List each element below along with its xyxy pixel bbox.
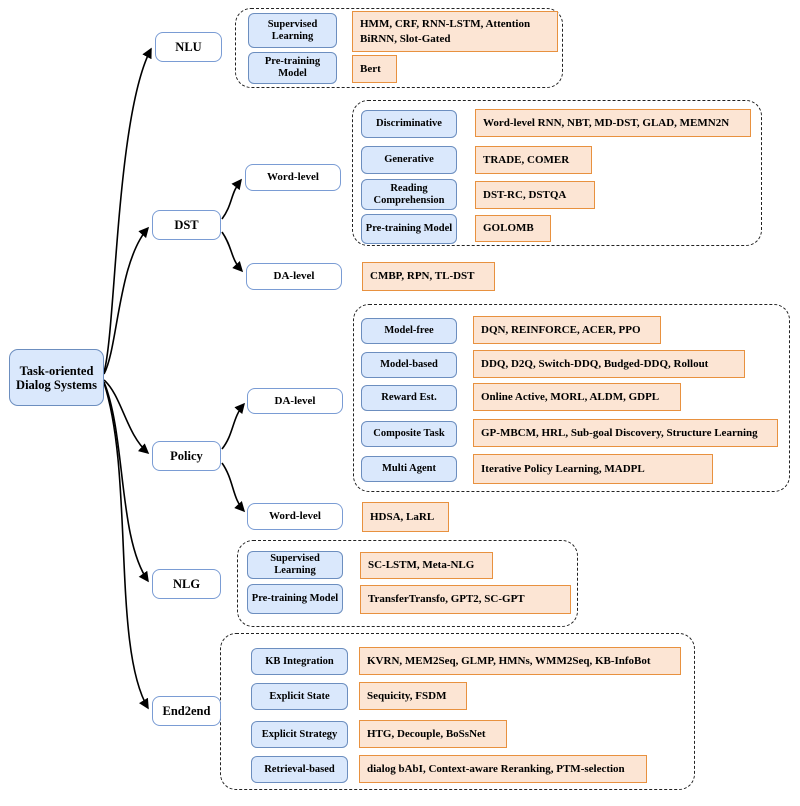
end2end-category-explicit-state: Explicit State — [251, 683, 348, 710]
edge-dst-dalevel — [221, 231, 244, 273]
edge-policy-dalevel — [221, 402, 246, 450]
nlg-methods-supervised-learning: SC-LSTM, Meta-NLG — [360, 552, 493, 579]
dst-category-generative: Generative — [361, 146, 457, 174]
nlg-category-supervised-learning: Supervised Learning — [247, 551, 343, 579]
end2end-methods-kb-integration: KVRN, MEM2Seq, GLMP, HMNs, WMM2Seq, KB-I… — [359, 647, 681, 675]
dst-word-level-node: Word-level — [245, 164, 341, 191]
policy-methods-reward-est: Online Active, MORL, ALDM, GDPL — [473, 383, 681, 411]
dst-methods-discriminative: Word-level RNN, NBT, MD-DST, GLAD, MEMN2… — [475, 109, 751, 137]
edge-root-dst — [103, 226, 150, 375]
branch-dst: DST — [152, 210, 221, 240]
policy-methods-multi-agent: Iterative Policy Learning, MADPL — [473, 454, 713, 484]
nlu-category-supervised-learning: Supervised Learning — [248, 13, 337, 48]
edge-root-policy — [103, 379, 150, 455]
nlg-methods-pretraining-model: TransferTransfo, GPT2, SC-GPT — [360, 585, 571, 614]
end2end-category-kb-integration: KB Integration — [251, 648, 348, 675]
branch-policy: Policy — [152, 441, 221, 471]
nlu-methods-group — [235, 8, 563, 88]
nlu-methods-supervised-learning: HMM, CRF, RNN-LSTM, Attention BiRNN, Slo… — [352, 11, 558, 52]
dst-da-level-node: DA-level — [246, 263, 342, 290]
dst-methods-pretraining-model: GOLOMB — [475, 215, 551, 242]
edge-policy-wordlevel — [221, 462, 246, 513]
branch-nlu: NLU — [155, 32, 222, 62]
end2end-methods-explicit-state: Sequicity, FSDM — [359, 682, 467, 710]
nlu-category-pretraining-model: Pre-training Model — [248, 52, 337, 84]
nlg-category-pretraining-model: Pre-training Model — [247, 584, 343, 614]
edge-root-end2end — [103, 382, 149, 710]
end2end-category-explicit-strategy: Explicit Strategy — [251, 721, 348, 748]
root-node: Task-oriented Dialog Systems — [9, 349, 104, 406]
policy-category-model-free: Model-free — [361, 318, 457, 344]
policy-da-level-group — [353, 304, 790, 492]
branch-nlg: NLG — [152, 569, 221, 599]
end2end-category-retrieval-based: Retrieval-based — [251, 756, 348, 783]
policy-category-multi-agent: Multi Agent — [361, 456, 457, 482]
policy-methods-composite-task: GP-MBCM, HRL, Sub-goal Discovery, Struct… — [473, 419, 778, 447]
policy-category-composite-task: Composite Task — [361, 421, 457, 447]
edge-dst-wordlevel — [221, 178, 242, 220]
edge-root-nlg — [103, 381, 149, 583]
dst-category-pretraining-model: Pre-training Model — [361, 214, 457, 244]
dst-methods-reading-comprehension: DST-RC, DSTQA — [475, 181, 595, 209]
dst-methods-generative: TRADE, COMER — [475, 146, 592, 174]
end2end-methods-retrieval-based: dialog bAbI, Context-aware Reranking, PT… — [359, 755, 647, 783]
edge-root-nlu — [103, 47, 152, 373]
policy-category-model-based: Model-based — [361, 352, 457, 378]
dst-da-level-methods: CMBP, RPN, TL-DST — [362, 262, 495, 291]
policy-word-level-methods: HDSA, LaRL — [362, 502, 449, 532]
policy-da-level-node: DA-level — [247, 388, 343, 414]
dst-category-discriminative: Discriminative — [361, 110, 457, 138]
policy-methods-model-based: DDQ, D2Q, Switch-DDQ, Budged-DDQ, Rollou… — [473, 350, 745, 378]
end2end-methods-explicit-strategy: HTG, Decouple, BoSsNet — [359, 720, 507, 748]
policy-word-level-node: Word-level — [247, 503, 343, 530]
nlu-methods-pretraining-model: Bert — [352, 55, 397, 83]
nlg-methods-group — [237, 540, 578, 627]
policy-methods-model-free: DQN, REINFORCE, ACER, PPO — [473, 316, 661, 344]
policy-category-reward-est: Reward Est. — [361, 385, 457, 411]
dst-word-level-group — [352, 100, 762, 246]
branch-end2end: End2end — [152, 696, 221, 726]
dst-category-reading-comprehension: Reading Comprehension — [361, 179, 457, 210]
